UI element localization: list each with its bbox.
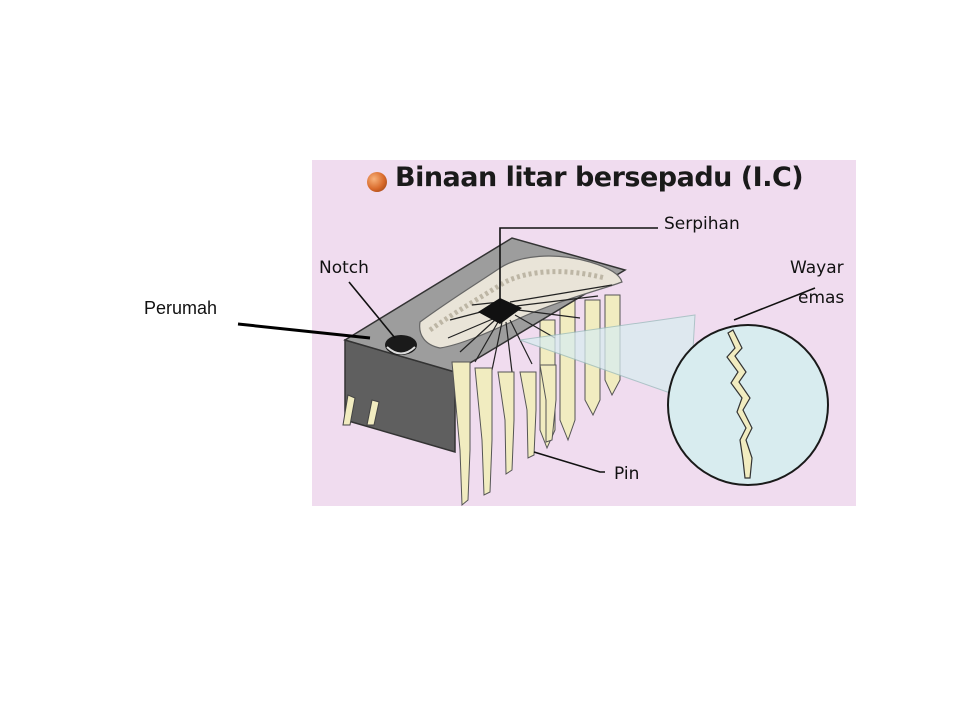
label-pin: Pin	[614, 464, 640, 484]
label-wayar: Wayar	[790, 258, 844, 278]
left-pin	[342, 394, 356, 426]
leader-lines	[348, 227, 816, 473]
label-emas: emas	[798, 288, 845, 308]
left-pin	[366, 399, 380, 426]
label-serpihan: Serpihan	[664, 214, 740, 234]
perumah-pointer	[237, 322, 371, 340]
front-pins	[451, 361, 557, 507]
notch-rim	[386, 346, 416, 355]
orange-bullet-icon	[367, 172, 387, 192]
bond-wires	[447, 284, 613, 373]
notch-hole	[385, 335, 417, 355]
magnifier-circle	[667, 324, 829, 486]
label-perumah: Perumah	[144, 298, 218, 318]
diagram-title: Binaan litar bersepadu (I.C)	[395, 162, 804, 193]
label-notch: Notch	[319, 258, 369, 278]
chip	[478, 298, 522, 324]
cavity-texture	[428, 269, 606, 333]
gold-wire-zoom	[726, 329, 753, 479]
